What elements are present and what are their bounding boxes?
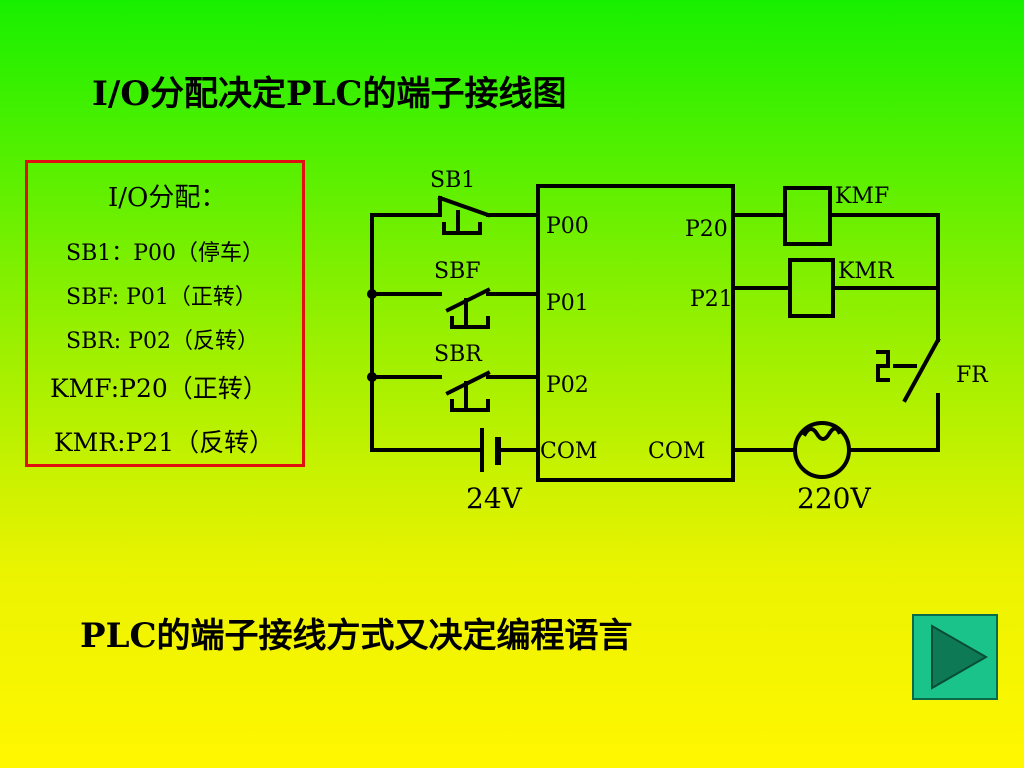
coil-kmf	[731, 186, 940, 246]
io-line-sbr: SBR: P02（反转）	[66, 329, 260, 354]
switch-sb1	[370, 195, 540, 235]
terminal-output-com: COM	[648, 439, 705, 464]
next-slide-button[interactable]	[912, 614, 998, 700]
switch-sbf	[370, 287, 540, 329]
coil-kmr	[731, 258, 940, 318]
label-220v: 220V	[797, 482, 871, 515]
io-line-kmr: KMR:P21（反转）	[54, 428, 275, 457]
terminal-input-com: COM	[540, 439, 597, 464]
label-sbf: SBF	[434, 259, 481, 284]
label-sbr: SBR	[434, 342, 483, 367]
label-fr: FR	[956, 363, 989, 388]
terminal-p02: P02	[546, 373, 589, 398]
terminal-p20: P20	[685, 217, 728, 242]
label-kmf: KMF	[835, 184, 889, 209]
label-kmr: KMR	[838, 259, 895, 284]
io-line-sbf: SBF: P01（正转）	[66, 285, 257, 310]
ac-source-220v	[731, 421, 940, 479]
io-assignment-box: I/O分配： SB1：P00（停车） SBF: P01（正转） SBR: P02…	[25, 160, 305, 467]
io-line-kmf: KMF:P20（正转）	[50, 374, 268, 403]
label-sb1: SB1	[430, 168, 475, 193]
terminal-p21: P21	[690, 287, 733, 312]
footer-text: PLC的端子接线方式又决定编程语言	[80, 616, 633, 656]
battery-24v	[370, 428, 540, 472]
io-assignment-heading: I/O分配：	[108, 183, 227, 213]
page-title: I/O分配决定PLC的端子接线图	[92, 74, 567, 114]
overload-relay-fr	[876, 337, 941, 452]
switch-sbr	[370, 370, 540, 412]
terminal-p01: P01	[546, 291, 589, 316]
play-icon	[931, 624, 989, 690]
terminal-p00: P00	[546, 214, 589, 239]
label-24v: 24V	[466, 482, 523, 515]
io-line-sb1: SB1：P00（停车）	[66, 241, 265, 266]
plc-block	[536, 184, 735, 482]
